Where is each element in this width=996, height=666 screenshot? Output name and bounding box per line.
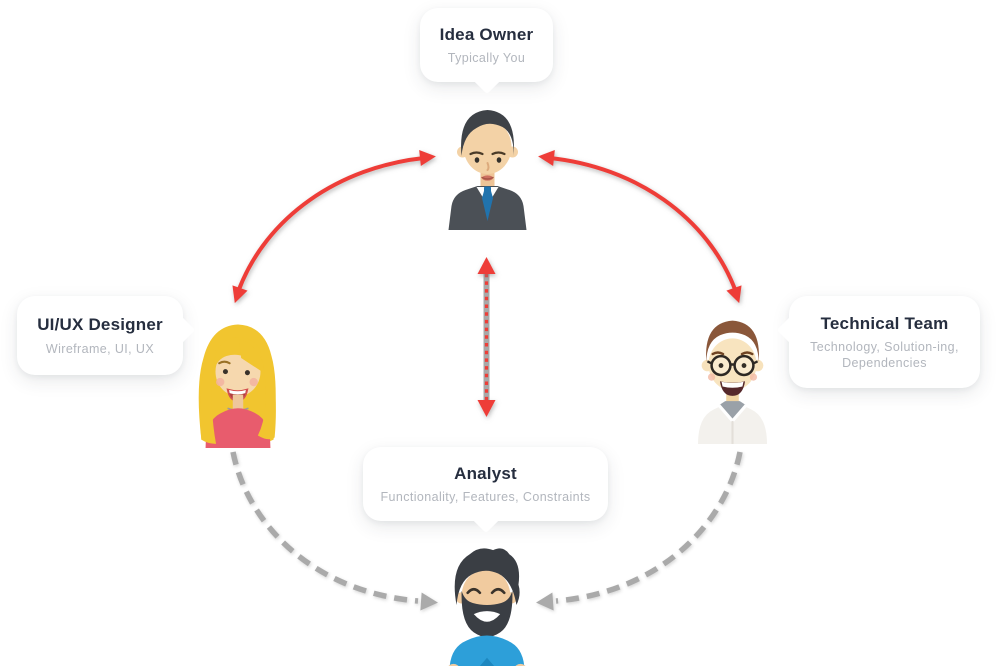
red-arrowhead-down-icon	[477, 400, 496, 417]
arrow-designer-to-analyst	[230, 451, 419, 604]
red-arrowhead-icon	[419, 150, 436, 166]
idea-owner-subtitle: Typically You	[447, 51, 526, 65]
bubble-technical-team: Technical Team Technology, Solution-ing,…	[776, 296, 980, 388]
red-arrowhead-icon	[726, 285, 742, 304]
technical-subtitle: Technology, Solution-ing, Dependencies	[810, 339, 959, 371]
red-arrowhead-icon	[232, 285, 248, 304]
bearded-analyst-avatar	[448, 548, 526, 666]
analyst-title: Analyst	[454, 463, 517, 483]
red-arrowhead-icon	[538, 150, 555, 166]
gray-arrowhead-right-icon	[536, 592, 554, 611]
red-arrowhead-up-icon	[477, 257, 496, 274]
technical-title: Technical Team	[820, 313, 949, 333]
businessman-avatar	[448, 110, 527, 230]
blonde-designer-avatar	[198, 324, 276, 448]
analyst-subtitle: Functionality, Features, Constraints	[380, 490, 591, 504]
arrow-ideaowner-technical	[549, 156, 738, 293]
arrow-ideaowner-analyst	[477, 257, 496, 417]
arrow-ideaowner-designer	[236, 156, 425, 293]
bubble-uiux-designer: UI/UX Designer Wireframe, UI, UX	[17, 296, 196, 375]
designer-title: UI/UX Designer	[37, 315, 163, 335]
glasses-developer-avatar	[698, 320, 767, 444]
bubble-idea-owner: Idea Owner Typically You	[420, 8, 553, 95]
designer-subtitle: Wireframe, UI, UX	[45, 341, 155, 356]
arrow-technical-to-analyst	[555, 451, 743, 604]
bubble-analyst: Analyst Functionality, Features, Constra…	[363, 447, 608, 534]
idea-owner-title: Idea Owner	[439, 24, 534, 44]
gray-arrowhead-left-icon	[420, 592, 438, 611]
